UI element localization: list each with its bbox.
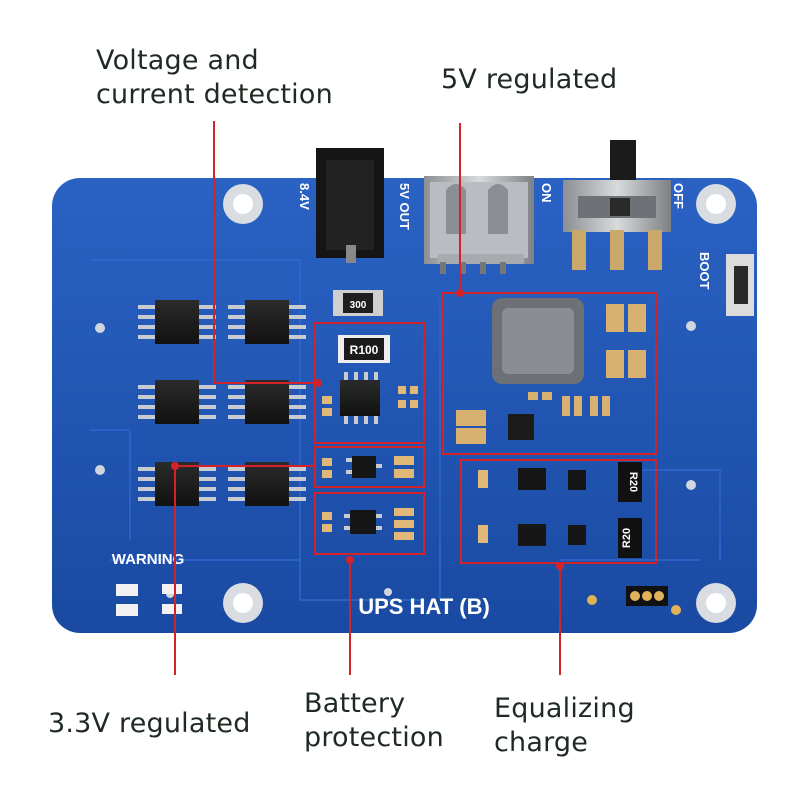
battery-chips: [138, 300, 306, 506]
mounting-holes: [223, 184, 736, 623]
detection-block: R100: [322, 335, 418, 424]
warning-label: WARNING: [112, 551, 185, 568]
r20-label-1: R20: [627, 472, 639, 492]
output-label: 5V OUT: [397, 183, 412, 230]
boot-label: BOOT: [697, 252, 712, 290]
regulator-3v3: [322, 456, 414, 478]
usb-port: [424, 176, 534, 274]
pcb-traces: [90, 259, 721, 601]
board-name: UPS HAT (B): [358, 594, 490, 619]
switch-off-label: OFF: [671, 183, 686, 209]
small-cap-label: 300: [350, 300, 367, 311]
input-voltage-label: 8.4V: [297, 183, 312, 210]
callout-equalizing-charge: Equalizing charge: [494, 693, 635, 758]
r20-label-2: R20: [621, 528, 633, 548]
warning-leds: [116, 584, 182, 616]
small-capacitor: 300: [333, 290, 383, 316]
equalizing-block: R20 R20: [478, 462, 642, 558]
callout-lines: [174, 121, 561, 675]
power-switch: [563, 140, 671, 270]
box-5v: [442, 292, 657, 455]
battery-protection-block: [322, 508, 414, 540]
callout-battery-protection: Battery protection: [304, 688, 444, 753]
callout-3v3-regulated: 3.3V regulated: [48, 708, 251, 739]
dc-jack: [316, 148, 384, 263]
r100-label: R100: [350, 343, 379, 357]
callout-dots: [171, 289, 564, 570]
regulator-5v: [456, 298, 646, 444]
callout-voltage-current: Voltage and current detection: [96, 45, 333, 110]
box-protection: [314, 492, 425, 555]
switch-on-label: ON: [539, 183, 554, 203]
callout-5v-regulated: 5V regulated: [441, 64, 618, 95]
boot-button: [726, 254, 754, 316]
header-pins: [587, 586, 681, 615]
